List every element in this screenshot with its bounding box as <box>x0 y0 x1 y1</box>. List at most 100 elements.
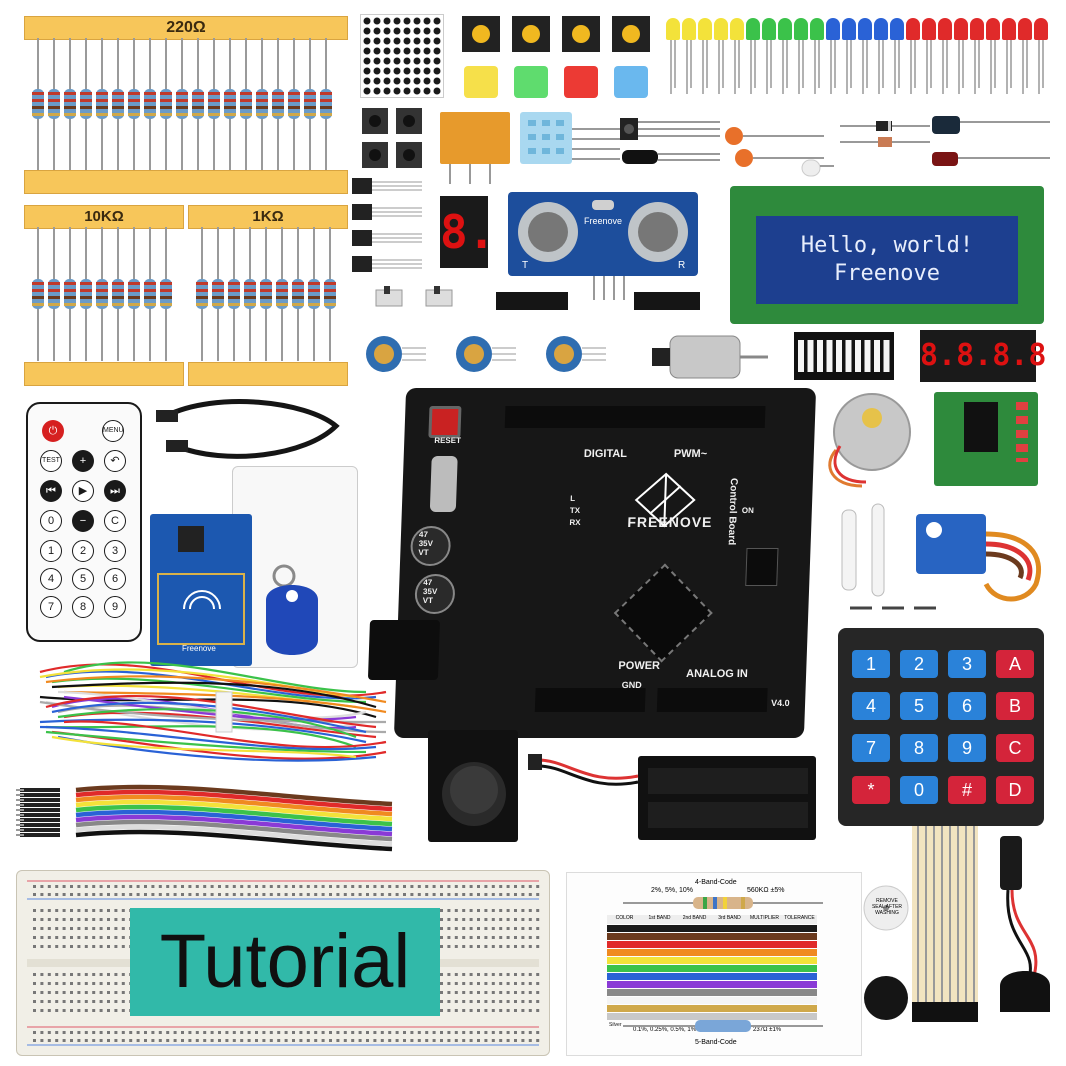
return-icon[interactable]: ↶ <box>104 450 126 472</box>
play-icon[interactable]: ▶ <box>72 480 94 502</box>
digit-1-button[interactable]: 1 <box>40 540 62 562</box>
keypad-key-6[interactable]: 6 <box>948 692 986 720</box>
resistor <box>320 38 332 170</box>
resistor <box>112 227 124 361</box>
ribbon-cable <box>16 784 393 852</box>
capacitors-and-rgb-led <box>725 127 834 177</box>
keypad-key-12[interactable]: * <box>852 776 890 804</box>
keypad-key-14[interactable]: # <box>948 776 986 804</box>
digital-header <box>504 406 766 428</box>
forward-icon[interactable]: ⏭ <box>104 480 126 502</box>
keypad-key-11[interactable]: C <box>996 734 1034 762</box>
color-code-header: 3rd BAND <box>718 915 741 921</box>
led <box>970 18 984 40</box>
ir-remote: ⏻ MENU TEST + ↶ ⏮ ▶ ⏭ 0 − C 1 2 3 4 5 6 … <box>26 402 142 642</box>
digit-4-button[interactable]: 4 <box>40 568 62 590</box>
resistor <box>228 227 240 361</box>
color-code-tolerance-4band: 2%, 5%, 10% <box>651 887 694 894</box>
keypad-key-8[interactable]: 7 <box>852 734 890 762</box>
keypad-key-10[interactable]: 9 <box>948 734 986 762</box>
tact-switches <box>362 108 424 170</box>
led <box>922 18 936 40</box>
tutorial-banner: Tutorial <box>130 908 440 1016</box>
keypad-key-15[interactable]: D <box>996 776 1034 804</box>
digital-label: DIGITAL <box>583 448 628 460</box>
led-row <box>666 18 1048 40</box>
resistor <box>128 38 140 170</box>
capacitor-1-label: 47 35V VT <box>418 530 434 557</box>
led <box>938 18 952 40</box>
tact-switch-icon <box>362 108 422 168</box>
resistor <box>208 38 220 170</box>
resistor <box>144 38 156 170</box>
led <box>890 18 904 40</box>
resistor <box>96 38 108 170</box>
rewind-icon[interactable]: ⏮ <box>40 480 62 502</box>
digit-3-button[interactable]: 3 <box>104 540 126 562</box>
keypad-key-7[interactable]: B <box>996 692 1034 720</box>
c-button[interactable]: C <box>104 510 126 532</box>
seven-segment-single: 8. <box>440 196 495 268</box>
relay-pins <box>449 164 491 184</box>
test-button[interactable]: TEST <box>40 450 62 472</box>
rfid-keyfob <box>266 564 318 655</box>
resistor-4band-icon <box>623 897 823 909</box>
power-icon[interactable]: ⏻ <box>42 420 64 442</box>
resistor <box>224 38 236 170</box>
color-code-row: Orange <box>607 949 817 964</box>
rx-label: RX <box>569 518 581 527</box>
minus-icon[interactable]: − <box>72 510 94 532</box>
resistor <box>212 227 224 361</box>
resistor <box>292 227 304 361</box>
digit-7-button[interactable]: 7 <box>40 596 62 618</box>
digit-6-button[interactable]: 6 <box>104 568 126 590</box>
digit-2-button[interactable]: 2 <box>72 540 94 562</box>
gnd-label: GND <box>621 680 642 690</box>
digit-0-button[interactable]: 0 <box>40 510 62 532</box>
keypad-key-1[interactable]: 2 <box>900 650 938 678</box>
resistor <box>288 38 300 170</box>
resistor-tape-1k-top: 1KΩ <box>188 205 348 229</box>
button-caps-icon <box>462 16 650 98</box>
keypad-key-2[interactable]: 3 <box>948 650 986 678</box>
resistor-row-1k <box>196 227 336 361</box>
resistor-row-220 <box>32 38 332 170</box>
power-label: POWER <box>618 660 661 672</box>
digit-5-button[interactable]: 5 <box>72 568 94 590</box>
led <box>1018 18 1032 40</box>
keypad-key-4[interactable]: 4 <box>852 692 890 720</box>
icsp-header <box>745 548 779 586</box>
color-code-example-5band: 237Ω ±1% <box>753 1027 782 1033</box>
resistor <box>64 227 76 361</box>
led <box>874 18 888 40</box>
resistor <box>80 227 92 361</box>
capacitor-2-label: 47 35V VT <box>422 578 438 605</box>
resistor <box>176 38 188 170</box>
resistor-tape-10k-top: 10KΩ <box>24 205 184 229</box>
menu-button[interactable]: MENU <box>102 420 124 442</box>
keypad-key-0[interactable]: 1 <box>852 650 890 678</box>
led <box>698 18 712 40</box>
lcd-line-1: Hello, world! <box>800 233 974 258</box>
plus-icon[interactable]: + <box>72 450 94 472</box>
keypad-key-9[interactable]: 8 <box>900 734 938 762</box>
buzzer-seal-label: REMOVE SEAL AFTER WASHING <box>871 898 903 916</box>
color-code-example-4band: 560KΩ ±5% <box>747 887 785 894</box>
transistors <box>352 178 422 272</box>
reset-button[interactable] <box>428 406 462 438</box>
power-header <box>534 688 646 712</box>
push-button-caps <box>462 16 652 102</box>
color-code-tolerance-5band: 0.1%, 0.25%, 0.5%, 1% <box>633 1027 697 1033</box>
digit-8-button[interactable]: 8 <box>72 596 94 618</box>
color-code-row: Green <box>607 965 817 980</box>
keypad-key-3[interactable]: A <box>996 650 1034 678</box>
resistor <box>256 38 268 170</box>
keypad-key-13[interactable]: 0 <box>900 776 938 804</box>
led <box>826 18 840 40</box>
color-code-header: 1st BAND <box>648 915 671 921</box>
joystick-module <box>428 730 518 842</box>
keypad-key-5[interactable]: 5 <box>900 692 938 720</box>
digit-9-button[interactable]: 9 <box>104 596 126 618</box>
driver-chip <box>964 402 998 452</box>
